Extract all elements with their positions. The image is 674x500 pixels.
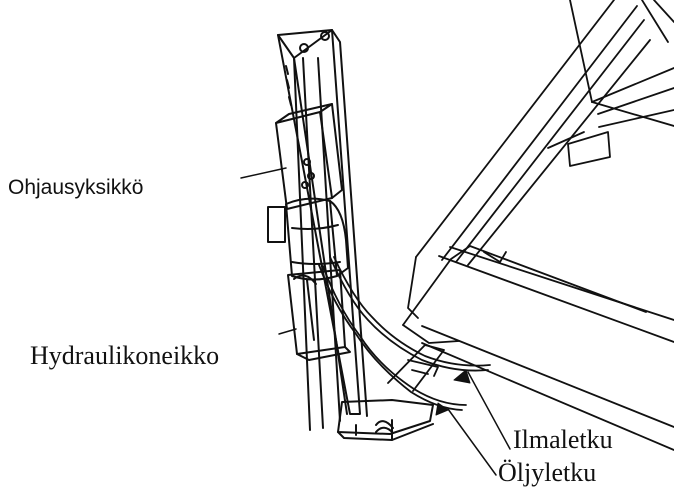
hydraulic-unit-leader [278,328,297,335]
control-unit-leader [240,167,287,179]
air-hose-leader [467,371,511,450]
oil-hose-label: Öljyletku [498,458,597,487]
lift-column [277,29,434,441]
hoses [318,256,491,411]
air-hose-arrow [453,369,471,384]
callout-arrows [435,369,471,416]
oil-hose-arrow [435,402,449,416]
air-hose-label: Ilmaletku [513,425,613,454]
oil-hose-leader [447,408,497,476]
control-unit-label: Ohjausyksikkö [8,176,144,199]
hydraulic-motor-and-pump [267,197,351,361]
hydraulic-unit-label: Hydraulikoneikko [30,341,220,370]
lift-platform [402,0,674,451]
leader-lines [240,167,511,476]
control-box [275,103,343,210]
